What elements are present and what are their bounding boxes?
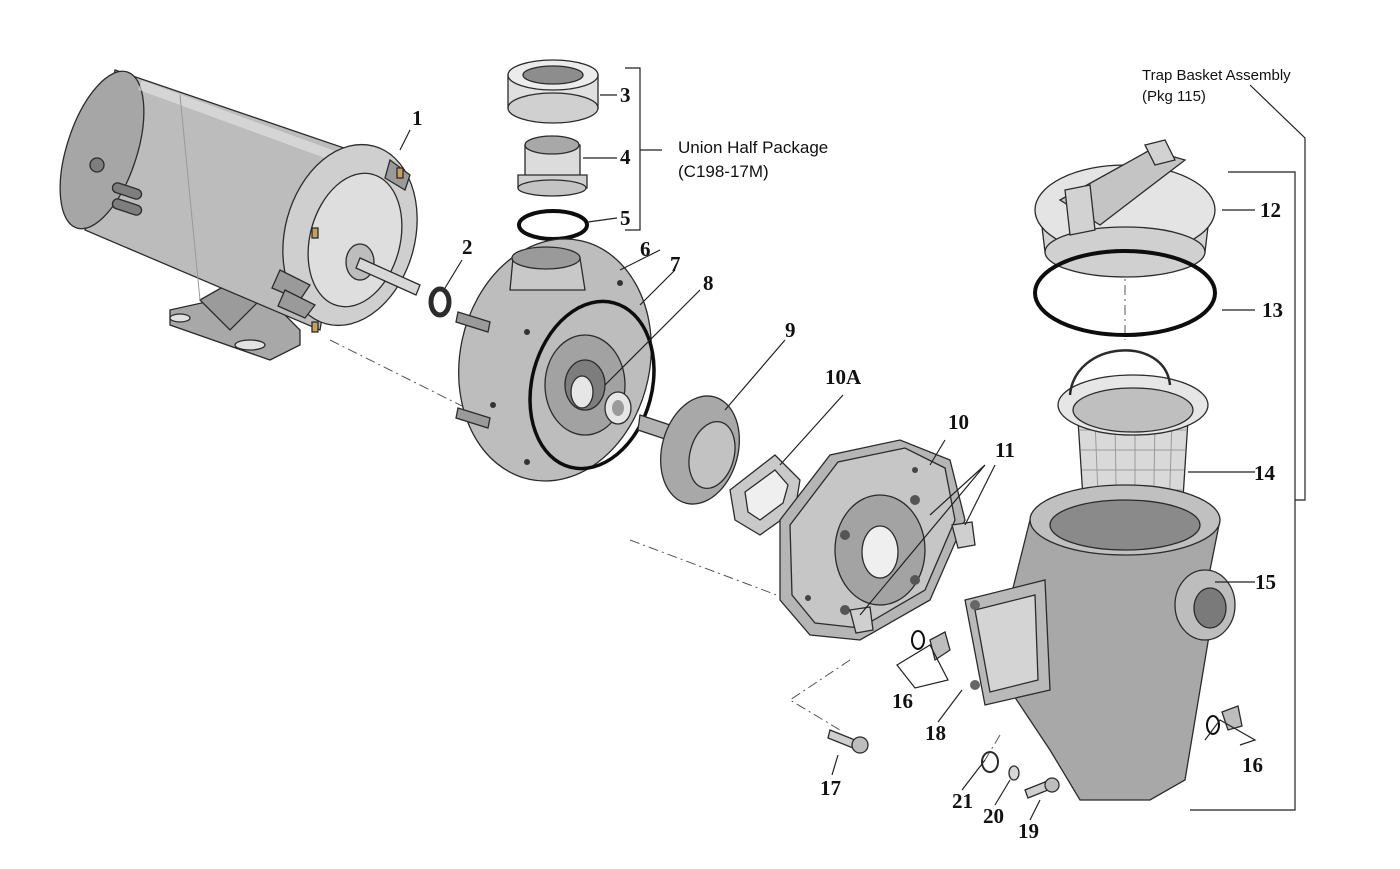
impeller-part	[637, 395, 741, 505]
strainer-housing-part	[964, 484, 1236, 801]
seal-plate-part	[779, 439, 966, 641]
trap-basket-title: Trap Basket Assembly	[1142, 67, 1291, 84]
housing-bolt-part	[849, 521, 976, 634]
callout-8: 8	[703, 271, 714, 295]
callout-17: 17	[820, 776, 841, 800]
trap-basket-package: (Pkg 115)	[1142, 88, 1206, 105]
callout-9: 9	[785, 318, 796, 342]
callout-5: 5	[620, 206, 631, 230]
group-labels: Union Half Package (C198-17M) Trap Baske…	[678, 67, 1291, 181]
callout-16-trap: 16	[1242, 753, 1263, 777]
leader-lines	[399, 67, 1306, 821]
callout-18: 18	[925, 721, 946, 745]
union-tailpiece-part	[517, 135, 588, 197]
callout-19: 19	[1018, 819, 1039, 843]
trap-lid-part	[1034, 139, 1216, 278]
flat-washer-part	[981, 751, 999, 773]
callout-10a: 10A	[825, 365, 862, 389]
mounting-bolt-part	[827, 729, 869, 754]
union-oring-part	[517, 209, 589, 241]
callout-20: 20	[983, 804, 1004, 828]
lid-oring-part	[1033, 249, 1217, 337]
callout-14: 14	[1254, 461, 1276, 485]
callout-3: 3	[620, 83, 631, 107]
callout-10: 10	[948, 410, 969, 434]
callout-labels: 1 2 3 4 5 6 7 8 9 10A 10 11 12 13 14 15 …	[412, 83, 1283, 843]
lock-washer-part	[1008, 765, 1020, 781]
callout-11: 11	[995, 438, 1015, 462]
union-half-title: Union Half Package	[678, 138, 828, 157]
callout-12: 12	[1260, 198, 1281, 222]
callout-16-seal-plate: 16	[892, 689, 913, 713]
callout-4: 4	[620, 145, 631, 169]
base-bolt-part	[1024, 777, 1060, 799]
callout-6: 6	[640, 237, 651, 261]
callout-7: 7	[670, 252, 681, 276]
motor-part	[59, 69, 421, 361]
volute-housing-part	[455, 238, 652, 482]
callout-1: 1	[412, 106, 423, 130]
housing-oring-part	[528, 299, 656, 471]
union-half-part-number: (C198-17M)	[678, 162, 769, 181]
shaft-seal-part	[570, 375, 632, 425]
diffuser-ring-part	[729, 454, 801, 536]
seal-ring-part	[428, 286, 452, 318]
callout-13: 13	[1262, 298, 1283, 322]
callout-2: 2	[462, 235, 473, 259]
callout-21: 21	[952, 789, 973, 813]
callout-15: 15	[1255, 570, 1276, 594]
union-nut-part	[507, 59, 599, 124]
